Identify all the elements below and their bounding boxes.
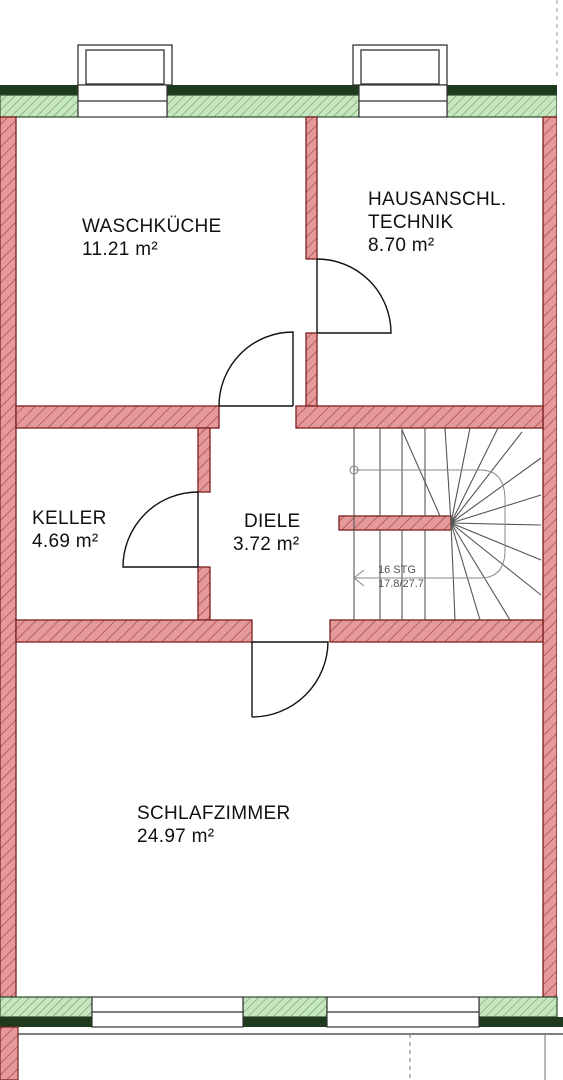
stair-steps: 16 STG — [378, 564, 416, 576]
room-label-hausanschluss: HAUSANSCHL. TECHNIK 8.70 m² — [368, 188, 506, 257]
top-exterior-wall — [0, 84, 563, 118]
exterior-walls — [0, 116, 558, 998]
room-area: 4.69 m² — [32, 531, 99, 552]
room-label-schlafzimmer: SCHLAFZIMMER 24.97 m² — [137, 802, 291, 848]
interior-walls — [15, 116, 544, 643]
room-label-diele: DIELE 3.72 m² — [232, 510, 300, 556]
terrace-outline — [0, 1026, 563, 1080]
bottom-exterior-wall — [0, 996, 563, 1028]
room-area: 8.70 m² — [368, 235, 435, 256]
stair-annotation: 16 STG 17.8/27.7 — [378, 563, 424, 591]
room-name: SCHLAFZIMMER — [137, 803, 291, 824]
top-window-wells — [77, 44, 448, 86]
stair-dimensions: 17.8/27.7 — [378, 578, 424, 590]
room-name: HAUSANSCHL. — [368, 189, 507, 210]
staircase — [349, 427, 542, 621]
room-area: 24.97 m² — [137, 826, 215, 847]
room-area: 11.21 m² — [82, 239, 158, 260]
door-swings — [122, 258, 392, 718]
room-label-keller: KELLER 4.69 m² — [32, 507, 107, 553]
room-name-line2: TECHNIK — [368, 212, 454, 233]
room-label-waschkueche: WASCHKÜCHE 11.21 m² — [82, 215, 222, 261]
room-name: WASCHKÜCHE — [82, 216, 222, 237]
room-area: 3.72 m² — [232, 534, 300, 555]
room-name: DIELE — [244, 511, 301, 532]
room-name: KELLER — [32, 508, 107, 529]
